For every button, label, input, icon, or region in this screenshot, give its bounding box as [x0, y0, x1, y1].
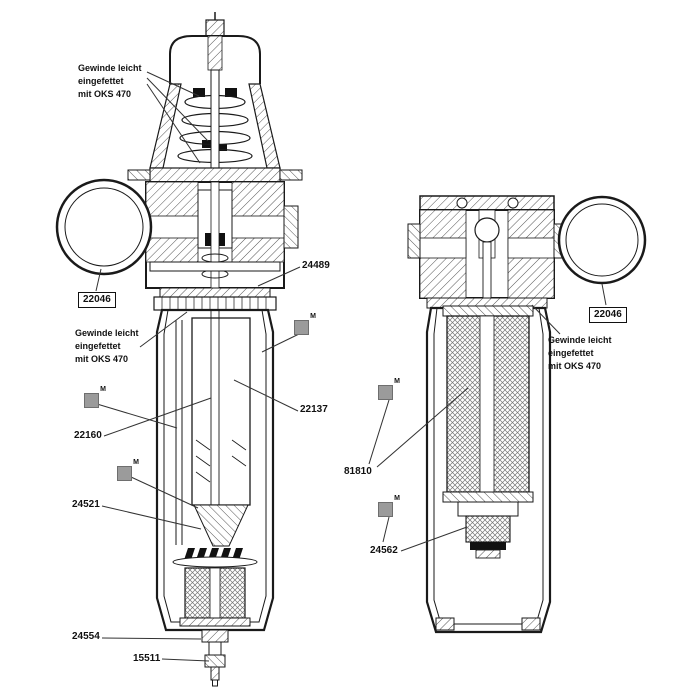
leader-lines — [95, 71, 607, 662]
filter-element-left — [191, 310, 251, 520]
left-assembly-drawing — [55, 12, 303, 687]
callout-bowl-left: 22137 — [300, 404, 328, 415]
grease-note-line: mit OKS 470 — [75, 354, 129, 364]
grease-note-line: mit OKS 470 — [548, 361, 602, 371]
callout-riser-tube: 22160 — [74, 430, 102, 441]
pressure-gauge-right — [557, 195, 647, 285]
bowl-lower-internals — [457, 501, 519, 559]
callout-filter-element-right: 81810 — [344, 466, 372, 477]
grease-marker-superscript: M — [100, 386, 106, 393]
swirl-vanes — [184, 548, 243, 560]
grease-note-mid-left: Gewinde leicht eingefettet mit OKS 470 — [75, 327, 139, 366]
grease-note-right: Gewinde leicht eingefettet mit OKS 470 — [548, 334, 612, 373]
grease-marker-superscript: M — [394, 495, 400, 502]
callout-gauge-left: 22046 — [78, 292, 116, 308]
callout-gauge-right: 22046 — [589, 307, 627, 323]
grease-marker: M — [378, 378, 400, 400]
grease-note-line: eingefettet — [548, 348, 594, 358]
pressure-gauge-left — [55, 178, 153, 276]
grease-marker-superscript: M — [133, 459, 139, 466]
grease-marker: M — [294, 313, 316, 335]
grease-marker: M — [84, 386, 106, 408]
grease-note-line: eingefettet — [75, 341, 121, 351]
grease-note-top: Gewinde leicht eingefettet mit OKS 470 — [78, 62, 142, 101]
grease-note-line: Gewinde leicht — [78, 63, 142, 73]
grease-marker-superscript: M — [310, 313, 316, 320]
grease-marker: M — [378, 495, 400, 517]
grease-note-line: eingefettet — [78, 76, 124, 86]
grease-marker: M — [117, 459, 139, 481]
filter-element-right — [442, 305, 534, 503]
callout-baffle: 24554 — [72, 631, 100, 642]
callout-bowl-service-right: 24562 — [370, 545, 398, 556]
grease-note-line: Gewinde leicht — [548, 335, 612, 345]
callout-filter-element-left: 24521 — [72, 499, 100, 510]
callout-regulator-bonnet: 24489 — [302, 260, 330, 271]
callout-drain-valve: 15511 — [133, 653, 161, 664]
drain-valve-drawing — [201, 629, 229, 687]
grease-note-line: Gewinde leicht — [75, 328, 139, 338]
grease-note-line: mit OKS 470 — [78, 89, 132, 99]
right-assembly-drawing — [407, 195, 647, 634]
grease-marker-superscript: M — [394, 378, 400, 385]
